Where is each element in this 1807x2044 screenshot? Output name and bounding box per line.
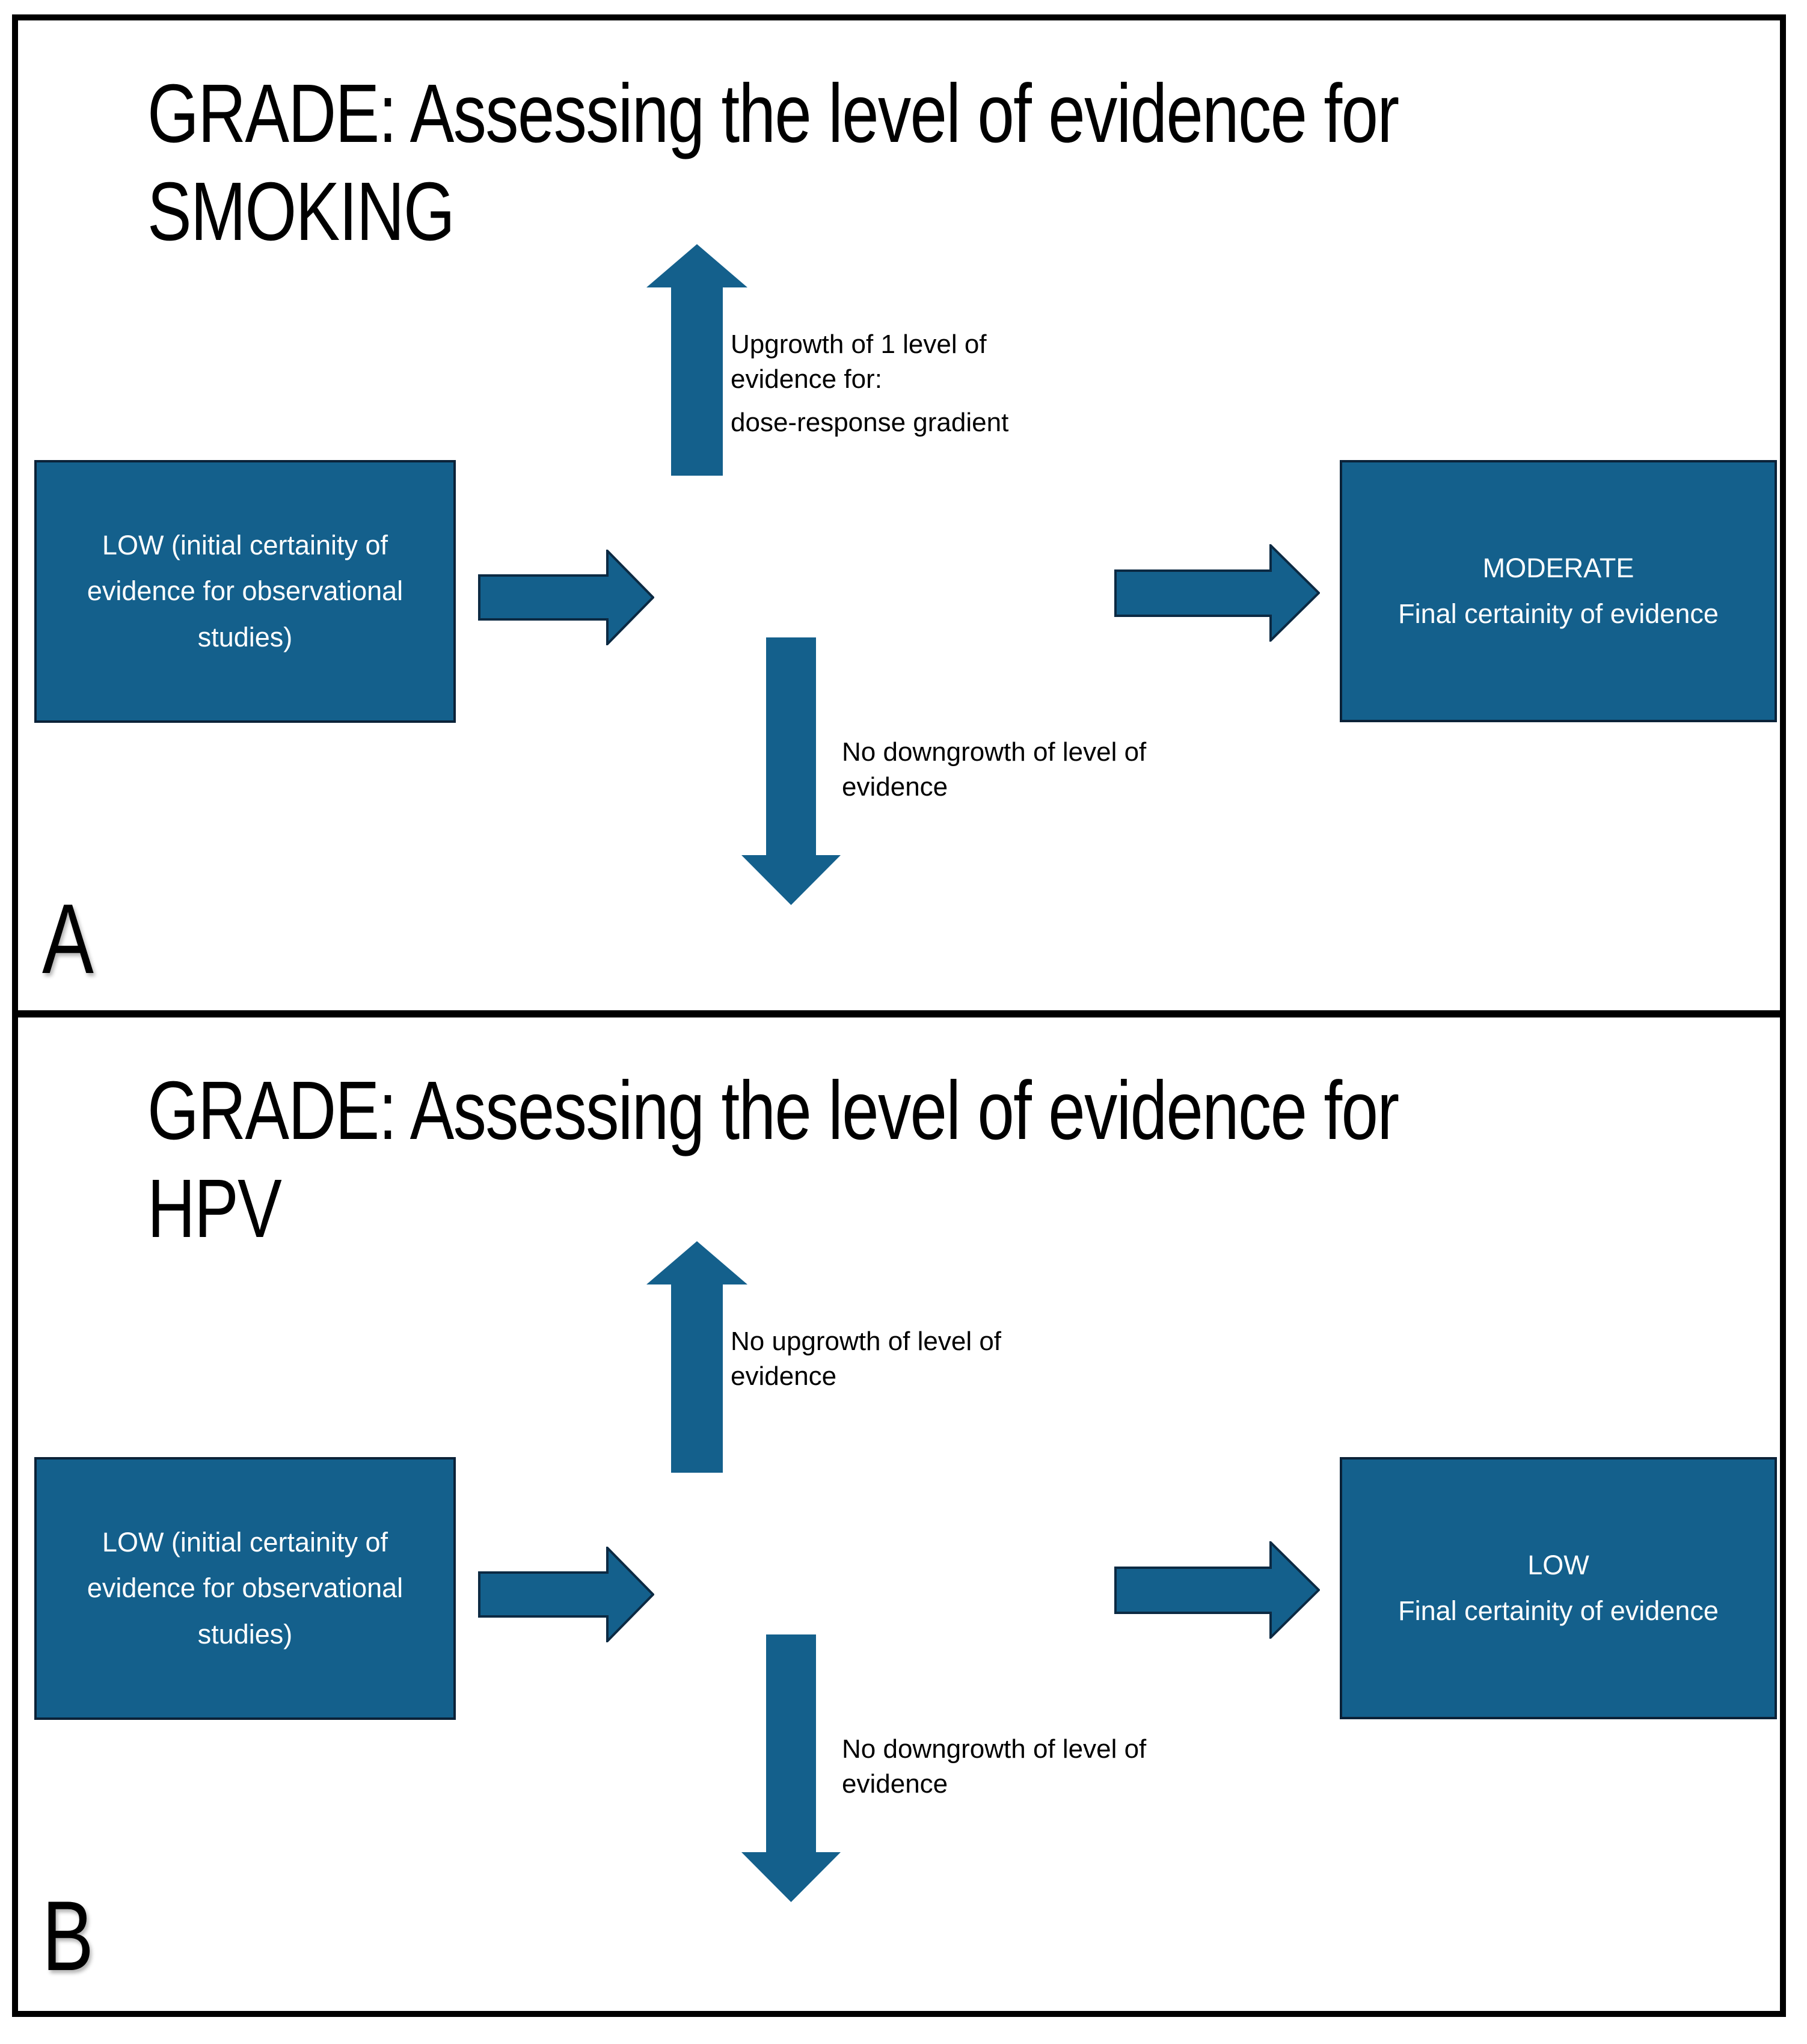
flow-right-arrow-icon: [478, 550, 654, 645]
final-certainty-grade: LOW: [1527, 1549, 1589, 1580]
upgrade-note: Upgrowth of 1 level of evidence for: dos…: [731, 327, 1008, 440]
initial-certainty-line3: studies): [197, 1618, 293, 1650]
result-right-arrow-icon: [1114, 1541, 1320, 1639]
final-certainty-box: MODERATE Final certainity of evidence: [1340, 460, 1777, 722]
upgrade-arrow-icon: [646, 1241, 747, 1473]
initial-certainty-line2: evidence for observational: [87, 1573, 403, 1604]
panel-title-line1: GRADE: Assessing the level of evidence f…: [147, 1064, 1399, 1157]
upgrade-arrow-icon: [646, 244, 747, 476]
result-right-arrow-icon: [1114, 544, 1320, 642]
panel-title: GRADE: Assessing the level of evidence f…: [147, 65, 1399, 261]
initial-certainty-line1: LOW (initial certainity of: [102, 1526, 388, 1558]
panel-title-line2: SMOKING: [147, 165, 455, 258]
upgrade-note: No upgrowth of level of evidence: [731, 1324, 1001, 1394]
upgrade-note-line1: Upgrowth of 1 level of: [731, 330, 987, 359]
initial-certainty-line1: LOW (initial certainity of: [102, 529, 388, 560]
upgrade-note-line2: evidence: [731, 1361, 837, 1392]
panel-letter-label: B: [42, 1880, 94, 1991]
initial-certainty-line2: evidence for observational: [87, 575, 403, 607]
panel-title-line2: HPV: [147, 1162, 282, 1255]
initial-certainty-box: LOW (initial certainity of evidence for …: [34, 1457, 456, 1720]
downgrade-arrow-icon: [741, 637, 841, 905]
panel-title-line1: GRADE: Assessing the level of evidence f…: [147, 67, 1399, 160]
figure-frame: GRADE: Assessing the level of evidence f…: [12, 14, 1786, 2017]
downgrade-note-line2: evidence: [842, 1769, 948, 1799]
panel-title: GRADE: Assessing the level of evidence f…: [147, 1062, 1399, 1258]
panel-a-smoking: GRADE: Assessing the level of evidence f…: [18, 20, 1780, 1010]
final-certainty-box: LOW Final certainity of evidence: [1340, 1457, 1777, 1719]
initial-certainty-box: LOW (initial certainity of evidence for …: [34, 460, 456, 723]
initial-certainty-line3: studies): [197, 621, 293, 652]
final-certainty-caption: Final certainity of evidence: [1398, 1595, 1719, 1626]
upgrade-note-extra: dose-response gradient: [731, 408, 1009, 438]
flow-right-arrow-icon: [478, 1547, 654, 1642]
upgrade-note-line1: No upgrowth of level of: [731, 1327, 1002, 1356]
final-certainty-grade: MODERATE: [1482, 552, 1634, 583]
panel-letter-label: A: [42, 883, 94, 994]
final-certainty-caption: Final certainity of evidence: [1398, 598, 1719, 629]
downgrade-note-line2: evidence: [842, 772, 948, 802]
panel-divider: [18, 1010, 1780, 1017]
downgrade-note: No downgrowth of level of evidence: [842, 735, 1146, 805]
upgrade-note-line2: evidence for:: [731, 364, 882, 394]
panel-b-hpv: GRADE: Assessing the level of evidence f…: [18, 1017, 1780, 2011]
downgrade-note-line1: No downgrowth of level of: [842, 1734, 1147, 1764]
downgrade-arrow-icon: [741, 1634, 841, 1902]
downgrade-note-line1: No downgrowth of level of: [842, 737, 1147, 767]
downgrade-note: No downgrowth of level of evidence: [842, 1732, 1146, 1802]
